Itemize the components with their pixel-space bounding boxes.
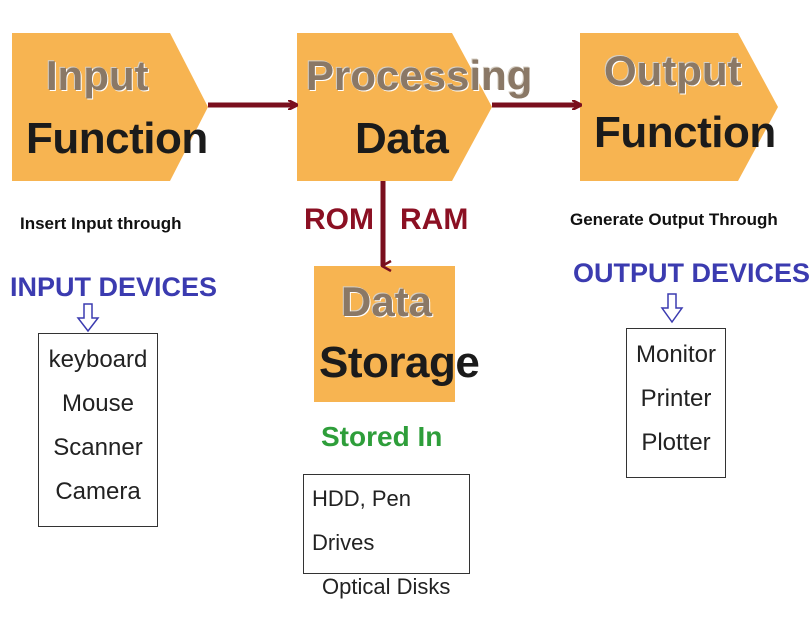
storage-box-line1: Data (341, 278, 433, 325)
list-item: Optical Disks (322, 574, 451, 599)
input-box-line2: Function (26, 114, 208, 163)
input-box-line1: Input (46, 52, 149, 99)
storage-media-list: HDD, Pen Drives Optical Disks (303, 474, 470, 599)
list-item: HDD, Pen Drives (312, 486, 412, 555)
processing-box-line1: Processing (306, 52, 533, 99)
input-down-arrow-icon (76, 303, 100, 333)
input-function-shape (12, 33, 208, 181)
input-devices-heading: INPUT DEVICES (10, 272, 218, 302)
storage-box-line2: Storage (319, 338, 480, 387)
list-item: Camera (55, 478, 141, 505)
input-devices-list: keyboard Mouse Scanner Camera (38, 333, 158, 527)
input-caption: Insert Input through (20, 214, 182, 233)
ram-label: RAM (400, 203, 469, 236)
output-function-shape (580, 33, 778, 181)
output-box-line1: Output (604, 47, 742, 94)
list-item: Mouse (61, 390, 135, 417)
list-item: Monitor (635, 341, 717, 368)
processing-box-line2: Data (355, 114, 449, 163)
output-down-arrow-icon (660, 293, 684, 324)
processing-data-shape (297, 33, 492, 181)
stored-in-label: Stored In (321, 421, 443, 452)
list-item: Printer (640, 385, 712, 412)
rom-label: ROM (304, 203, 374, 236)
data-storage-shape (314, 266, 455, 402)
output-devices-list: Monitor Printer Plotter (626, 328, 726, 478)
list-item: keyboard (48, 346, 148, 373)
list-item: Plotter (641, 429, 711, 456)
output-caption: Generate Output Through (570, 210, 778, 229)
output-box-line2: Function (594, 108, 776, 157)
output-devices-heading: OUTPUT DEVICES (573, 258, 810, 288)
list-item: Scanner (53, 434, 143, 461)
